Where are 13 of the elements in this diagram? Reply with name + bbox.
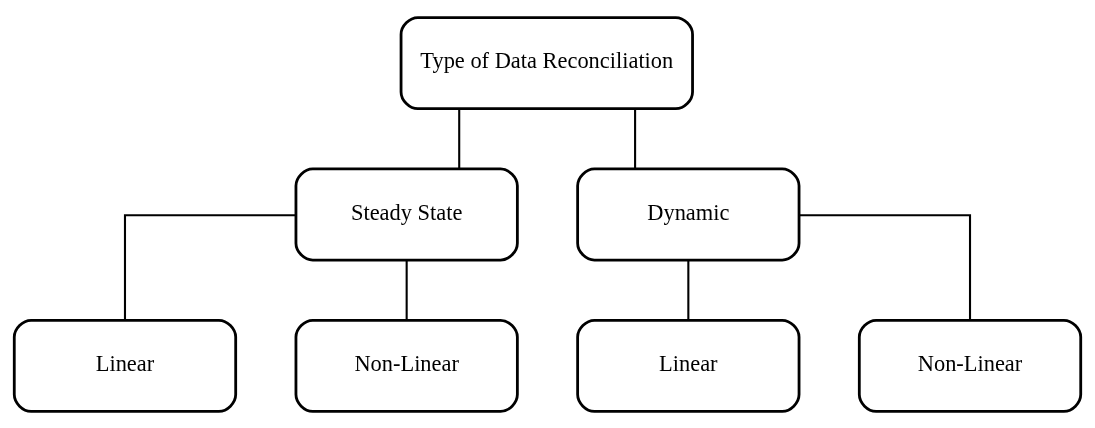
- connector: [799, 213, 972, 320]
- node-box: Type of Data Reconciliation: [399, 15, 694, 110]
- node-box: Linear: [12, 318, 238, 413]
- connector: [634, 108, 637, 169]
- connector: [405, 259, 408, 320]
- connector: [123, 213, 296, 320]
- node-box: Steady State: [294, 167, 519, 261]
- connector: [687, 259, 690, 320]
- node-box: Non-Linear: [294, 318, 519, 413]
- node-box: Linear: [576, 318, 801, 413]
- node-box: Dynamic: [576, 167, 801, 261]
- connector: [458, 108, 461, 169]
- node-box: Non-Linear: [857, 318, 1083, 413]
